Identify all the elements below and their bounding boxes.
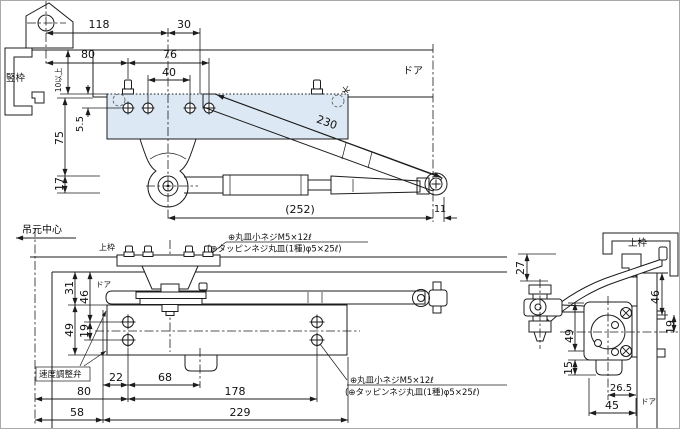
phillips-screw-icon	[120, 332, 136, 348]
phillips-screw-icon	[120, 314, 136, 330]
side-view: 上枠 ドア	[514, 232, 679, 428]
frame-screw	[658, 246, 668, 261]
arm-elevation	[105, 281, 448, 314]
dim-19s: 19	[664, 320, 677, 334]
tapping-screw-note: (⊕タッピンネジ丸皿(1種)φ5×25ℓ)	[345, 387, 480, 398]
bottom-top-frame-label: 上枠	[99, 242, 115, 252]
machine-screw-note: ⊕丸皿小ネジM5×12ℓ	[228, 232, 312, 243]
dim-45: 45	[605, 399, 619, 412]
bracket-screw	[123, 245, 135, 257]
top-view: 竪枠 ドア	[4, 0, 457, 222]
bracket-screw	[183, 245, 195, 257]
dim-19: 19	[78, 324, 91, 338]
hinge-center-label: 吊元中心	[22, 223, 62, 236]
dim-11: 11	[434, 204, 446, 215]
phillips-screw-icon	[141, 101, 155, 115]
dim-30: 30	[177, 18, 191, 31]
dim-58: 58	[70, 406, 84, 419]
side-arm	[523, 246, 668, 349]
dim-75: 75	[53, 131, 66, 145]
top-door-label: ドア	[403, 66, 423, 77]
bracket-screw	[142, 245, 154, 257]
dim-5-5: 5.5	[75, 116, 86, 132]
body-screw-note: ⊕丸皿小ネジM5×12ℓ (⊕タッピンネジ丸皿(1種)φ5×25ℓ)	[319, 343, 507, 398]
dim-76: 76	[163, 48, 177, 61]
arm-adjust-screw	[198, 282, 208, 291]
side-top-frame-section	[602, 232, 679, 278]
bottom-view-dimensions: 22 68 80 178 58 229 31 49 46 19	[35, 272, 349, 423]
bottom-view: 吊元中心 上枠 ドア	[16, 223, 507, 428]
phillips-screw-icon	[121, 101, 135, 115]
side-top-frame-label: 上枠	[628, 237, 648, 249]
phillips-screw-icon	[309, 332, 325, 348]
dim-46s: 46	[649, 290, 662, 304]
side-view-dimensions: 27 49 15 46 19 26.5 45	[514, 253, 677, 416]
door-elevation-outline	[51, 271, 507, 428]
dim-49: 49	[63, 323, 76, 337]
dim-80b: 80	[77, 385, 91, 398]
dim-178: 178	[225, 385, 246, 398]
body-mount-screws	[120, 314, 325, 348]
bracket-elevation	[116, 245, 221, 316]
dim-26-5: 26.5	[610, 383, 632, 394]
mounting-screw-profile	[122, 79, 323, 95]
dim-68: 68	[158, 371, 172, 384]
dim-118: 118	[89, 18, 110, 31]
dim-31: 31	[63, 281, 76, 295]
dim-252: (252)	[285, 203, 315, 216]
dim-17: 17	[53, 177, 66, 191]
phillips-screw-icon	[309, 314, 325, 330]
dim-49s: 49	[563, 329, 576, 343]
phillips-screw-icon	[620, 307, 632, 319]
dim-46: 46	[78, 290, 91, 304]
machine-screw-note: ⊕丸皿小ネジM5×12ℓ	[350, 375, 434, 386]
through-bolt-nut	[656, 348, 666, 358]
dim-80: 80	[81, 48, 95, 61]
side-closer-body	[583, 301, 638, 376]
dim-15: 15	[562, 361, 575, 375]
top-view-dimensions: 118 30 80 76 40 10以上 5.5 75 17	[46, 18, 457, 222]
bracket-screw	[202, 245, 214, 257]
phillips-screw-icon	[183, 101, 197, 115]
vertical-frame-label: 竪枠	[6, 72, 26, 84]
tapping-screw-note: (⊕タッピンネジ丸皿(1種)φ5×25ℓ)	[207, 244, 342, 255]
plate-screw-holes	[112, 85, 351, 115]
dim-27: 27	[514, 261, 527, 275]
closer-body-elevation	[106, 304, 348, 372]
speed-valve-label: 速度調整弁	[39, 369, 82, 380]
side-door-label: ドア	[641, 397, 656, 406]
forearm-rod-assembly	[184, 174, 430, 196]
reference-mark	[341, 85, 351, 94]
bottom-door-label: ドア	[96, 280, 111, 289]
dim-229: 229	[230, 406, 251, 419]
dim-40: 40	[162, 66, 176, 79]
ghost-hole	[112, 93, 126, 107]
vertical-frame-section	[4, 47, 45, 116]
dim-10min: 10以上	[54, 67, 63, 92]
phillips-screw-icon	[620, 345, 632, 357]
bracket-screw-note: ⊕丸皿小ネジM5×12ℓ (⊕タッピンネジ丸皿(1種)φ5×25ℓ)	[207, 232, 368, 255]
arm-bracket-plate	[25, 0, 74, 66]
elbow-joint	[424, 172, 448, 196]
speed-valve-callout: 速度調整弁	[35, 310, 107, 382]
dim-22: 22	[109, 371, 123, 384]
